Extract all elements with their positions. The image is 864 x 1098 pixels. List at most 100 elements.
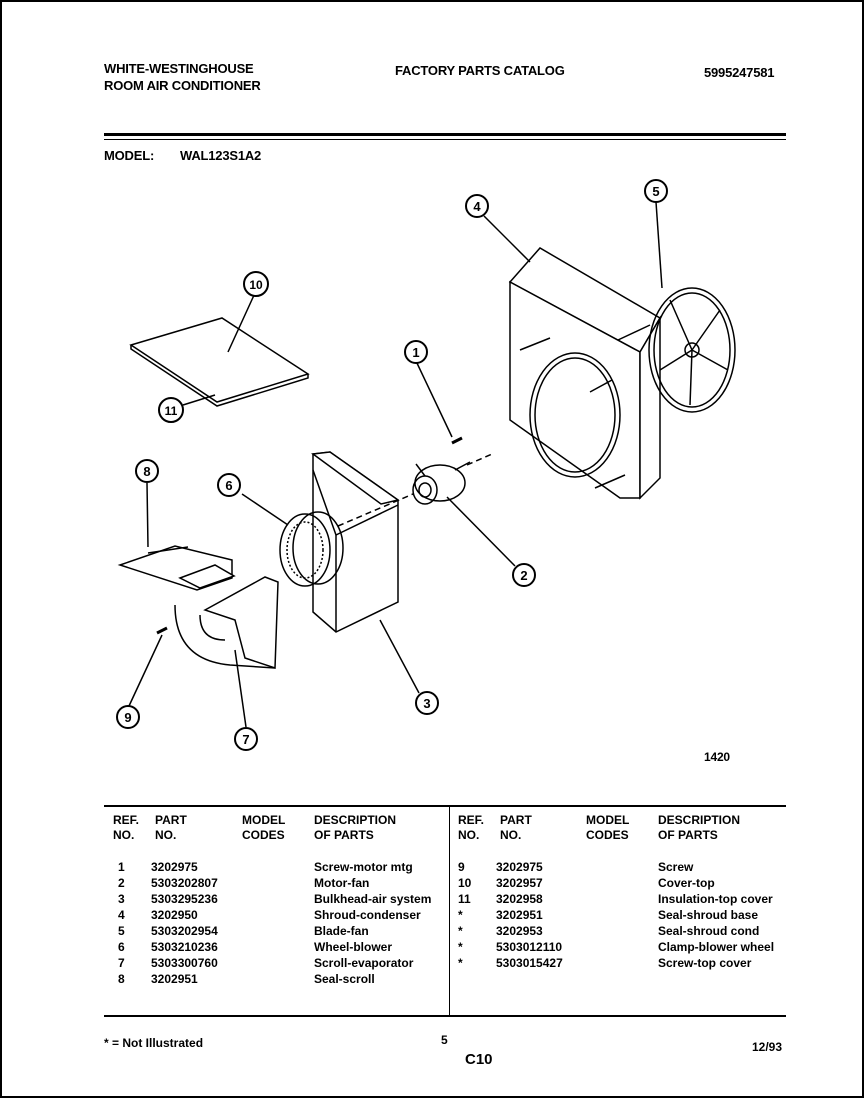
callout-9: 9 <box>116 705 140 729</box>
callout-11: 11 <box>158 397 184 423</box>
parts-row-ref: 6 <box>118 940 125 954</box>
svg-text:2: 2 <box>520 568 527 583</box>
svg-text:5: 5 <box>652 184 659 199</box>
callout-7: 7 <box>234 727 258 751</box>
parts-row-ref: 11 <box>458 892 471 906</box>
motor-screw <box>451 436 463 445</box>
svg-text:6: 6 <box>225 478 232 493</box>
scroll-screw <box>156 626 168 635</box>
page-number: 5 <box>441 1033 448 1047</box>
condenser-shroud <box>508 247 662 500</box>
parts-row-desc: Seal-scroll <box>314 972 375 986</box>
callout-6: 6 <box>217 473 241 497</box>
parts-row-desc: Motor-fan <box>314 876 370 890</box>
bulkhead-air-system <box>311 451 400 633</box>
callout-1: 1 <box>404 340 428 364</box>
header-rule-thick <box>104 133 786 136</box>
parts-row-desc: Shroud-condenser <box>314 908 421 922</box>
header-rule-thin <box>104 139 786 140</box>
parts-row-desc: Insulation-top cover <box>658 892 773 906</box>
brand-line-1: WHITE-WESTINGHOUSE <box>104 61 254 76</box>
parts-row-ref: 2 <box>118 876 125 890</box>
parts-row-part: 3202975 <box>496 860 543 874</box>
parts-row-ref: 1 <box>118 860 125 874</box>
callout-3: 3 <box>415 691 439 715</box>
parts-row-part: 5303295236 <box>151 892 218 906</box>
parts-row-ref: 8 <box>118 972 125 986</box>
header-ref: REF.NO. <box>113 813 140 842</box>
parts-row-part: 3202957 <box>496 876 543 890</box>
parts-row-desc: Wheel-blower <box>314 940 393 954</box>
table-top-rule <box>104 805 786 807</box>
svg-text:10: 10 <box>249 278 263 292</box>
parts-row-ref: * <box>458 908 463 922</box>
callout-8: 8 <box>135 459 159 483</box>
parts-row-ref: 3 <box>118 892 125 906</box>
parts-row-ref: 5 <box>118 924 125 938</box>
brand-line-2: ROOM AIR CONDITIONER <box>104 78 261 93</box>
scroll-evaporator <box>117 545 279 670</box>
wheel-blower <box>279 511 344 587</box>
parts-row-ref: 10 <box>458 876 472 890</box>
svg-text:7: 7 <box>242 732 249 747</box>
motor-fan <box>412 461 471 505</box>
table-divider <box>449 807 450 1015</box>
catalog-number: 5995247581 <box>704 65 775 80</box>
footnote: * = Not Illustrated <box>104 1036 204 1050</box>
parts-row-ref: 4 <box>118 908 125 922</box>
catalog-title: FACTORY PARTS CATALOG <box>395 63 565 78</box>
exploded-parts-diagram: 1 2 3 4 5 6 7 8 9 10 11 <box>116 179 736 751</box>
callout-10: 10 <box>243 271 269 297</box>
callout-2: 2 <box>512 563 536 587</box>
parts-row-part: 3202975 <box>151 860 198 874</box>
parts-row-part: 5303210236 <box>151 940 218 954</box>
parts-row-part: 3202953 <box>496 924 543 938</box>
parts-row-desc: Seal-shroud base <box>658 908 759 922</box>
svg-text:11: 11 <box>165 404 178 418</box>
parts-row-part: 5303202807 <box>151 876 218 890</box>
parts-row-ref: * <box>458 956 463 970</box>
parts-row-ref: 7 <box>118 956 125 970</box>
top-cover-panel <box>129 317 310 407</box>
parts-row-part: 5303300760 <box>151 956 218 970</box>
parts-row-desc: Screw-motor mtg <box>314 860 413 874</box>
svg-text:1: 1 <box>412 345 419 360</box>
parts-row-desc: Blade-fan <box>314 924 369 938</box>
blade-fan <box>648 287 736 413</box>
figure-number: 1420 <box>704 750 730 764</box>
model-label: MODEL: <box>104 148 155 163</box>
parts-row-desc: Cover-top <box>658 876 715 890</box>
parts-row-ref: * <box>458 924 463 938</box>
callout-5: 5 <box>644 179 668 203</box>
parts-row-ref: 9 <box>458 860 465 874</box>
svg-text:9: 9 <box>124 710 131 725</box>
parts-row-desc: Seal-shroud cond <box>658 924 760 938</box>
table-bottom-rule <box>104 1015 786 1017</box>
model-value: WAL123S1A2 <box>180 148 262 163</box>
parts-row-part: 5303015427 <box>496 956 563 970</box>
svg-text:4: 4 <box>473 199 481 214</box>
parts-row-part: 3202951 <box>151 972 198 986</box>
page-code: C10 <box>465 1051 493 1068</box>
parts-row-part: 3202958 <box>496 892 543 906</box>
callout-4: 4 <box>465 194 489 218</box>
parts-row-desc: Bulkhead-air system <box>314 892 432 906</box>
parts-row-part: 5303202954 <box>151 924 218 938</box>
parts-row-part: 3202951 <box>496 908 543 922</box>
parts-row-desc: Screw <box>658 860 694 874</box>
svg-text:8: 8 <box>143 464 150 479</box>
revision-date: 12/93 <box>752 1040 783 1054</box>
parts-row-ref: * <box>458 940 463 954</box>
parts-row-desc: Scroll-evaporator <box>314 956 414 970</box>
parts-row-part: 3202950 <box>151 908 198 922</box>
parts-row-part: 5303012110 <box>496 940 563 954</box>
header-ref-right: REF.NO. <box>458 813 485 842</box>
svg-text:3: 3 <box>423 696 430 711</box>
